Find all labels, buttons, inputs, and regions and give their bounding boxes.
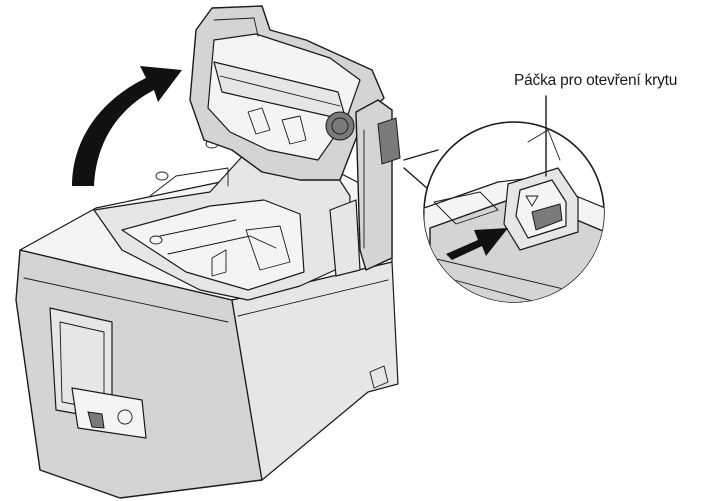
push-arrow-icon — [446, 228, 508, 260]
side-panel — [329, 99, 401, 277]
printer-cover-open — [189, 5, 385, 181]
curved-arrow-icon — [72, 66, 182, 186]
lever-label: Páčka pro otevření krytu — [514, 72, 678, 89]
magnifier-circle — [423, 121, 605, 303]
paper-bay — [93, 139, 361, 301]
